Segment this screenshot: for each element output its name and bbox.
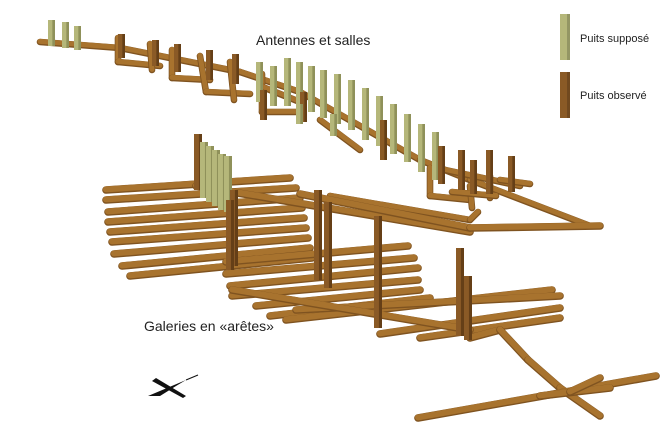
shaft-supposed xyxy=(390,104,397,154)
shaft-observed xyxy=(438,146,445,184)
shaft-observed xyxy=(464,276,472,340)
shaft-observed xyxy=(300,92,307,122)
upper-shaft-group xyxy=(48,20,515,194)
shaft-observed xyxy=(232,54,239,84)
shaft-observed xyxy=(226,200,234,270)
lower-gallery-segment xyxy=(228,286,474,334)
shaft-observed xyxy=(458,150,465,190)
upper-gallery-segment xyxy=(202,88,254,98)
shaft-supposed xyxy=(334,74,341,124)
shaft-observed xyxy=(374,216,382,328)
shaft-supposed xyxy=(432,132,439,180)
lower-gallery-segment xyxy=(466,326,504,342)
upper-gallery-segment xyxy=(316,116,364,154)
shaft-supposed xyxy=(48,20,55,46)
legend-label-supposed: Puits supposé xyxy=(580,33,650,45)
lower-gallery-segment xyxy=(566,374,604,396)
shaft-observed xyxy=(486,150,493,194)
upper-gallery-segment xyxy=(256,82,304,106)
shaft-supposed xyxy=(330,114,337,136)
upper-gallery-segment xyxy=(196,52,210,96)
shaft-observed xyxy=(314,190,322,280)
shaft-supposed xyxy=(256,62,263,102)
shaft-observed xyxy=(470,160,477,194)
north-arrow-icon xyxy=(148,374,199,398)
shaft-observed xyxy=(324,202,332,288)
lower-gallery-segment xyxy=(118,244,314,270)
shaft-observed xyxy=(118,34,125,58)
shaft-supposed xyxy=(224,156,232,212)
shaft-supposed xyxy=(74,26,81,50)
shaft-observed xyxy=(380,120,387,160)
lower-gallery-segment xyxy=(296,190,474,232)
shaft-supposed xyxy=(284,58,291,106)
shaft-observed xyxy=(456,248,464,336)
shaft-observed xyxy=(260,90,267,120)
shaft-observed xyxy=(174,44,181,72)
shaft-supposed xyxy=(362,88,369,140)
shaft-supposed xyxy=(348,80,355,130)
lower-gallery-segment xyxy=(108,224,310,246)
shaft-supposed xyxy=(296,62,303,110)
lower-gallery-segment xyxy=(104,204,306,226)
lower-gallery-segment xyxy=(466,222,604,232)
upper-gallery-segment xyxy=(326,192,474,224)
upper-gallery-segment xyxy=(258,108,304,116)
lower-gallery-segment xyxy=(106,214,308,236)
lower-gallery-segment xyxy=(496,326,532,364)
shaft-supposed xyxy=(404,114,411,162)
lower-network-label: Galeries en «arêtes» xyxy=(144,318,274,334)
shaft-supposed xyxy=(62,22,69,48)
shaft-observed xyxy=(206,50,213,80)
lower-gallery-segment xyxy=(252,286,424,310)
shaft-supposed xyxy=(320,70,327,118)
upper-network-label: Antennes et salles xyxy=(256,32,371,48)
shaft-supposed xyxy=(418,124,425,172)
shaft-observed xyxy=(152,40,159,66)
lower-shaft-group xyxy=(194,134,472,340)
lower-gallery-segment xyxy=(110,234,312,258)
lower-gallery-segment xyxy=(524,356,564,392)
legend-label-observed: Puits observé xyxy=(580,90,647,102)
shaft-supposed xyxy=(270,66,277,106)
upper-gallery-segment xyxy=(466,208,482,224)
shaft-observed xyxy=(508,156,515,192)
legend-swatch-observed xyxy=(560,72,570,118)
legend-swatch-supposed xyxy=(560,14,570,60)
lower-gallery-segment xyxy=(416,314,564,342)
upper-gallery-segment xyxy=(426,192,474,204)
lower-gallery-segment xyxy=(192,182,474,236)
shaft-supposed xyxy=(296,104,303,124)
upper-gallery-segment xyxy=(146,40,156,74)
shaft-supposed xyxy=(308,66,315,112)
